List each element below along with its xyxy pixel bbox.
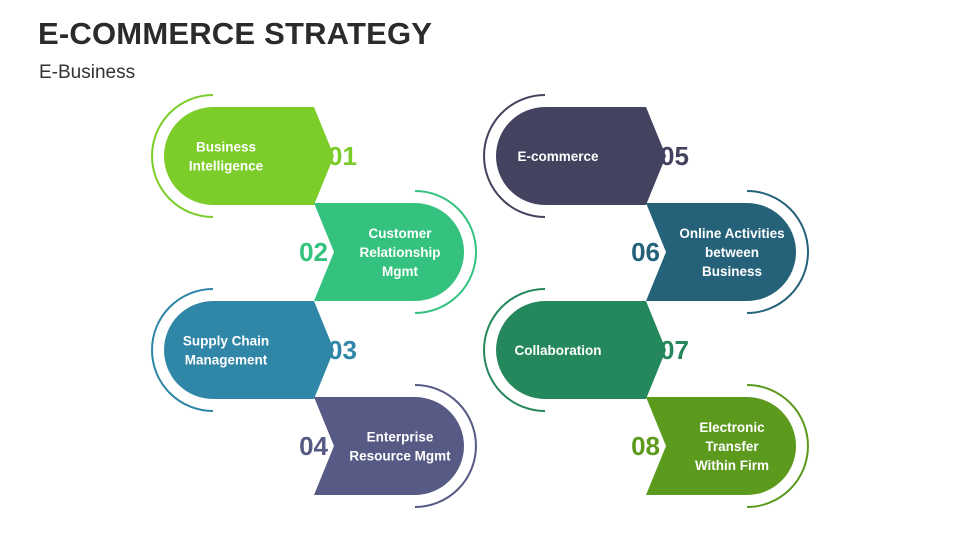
step-01-ring — [151, 94, 214, 218]
step-04-shape — [314, 397, 464, 495]
step-05-shape — [496, 107, 666, 205]
step-02-ring — [414, 190, 477, 314]
step-05-ring — [483, 94, 546, 218]
step-number: 05 — [660, 141, 689, 171]
step-label-line: Business — [196, 140, 256, 155]
page-title: E-COMMERCE STRATEGY — [38, 16, 433, 51]
step-03-ring — [151, 288, 214, 412]
step-label-line: Business — [702, 264, 762, 279]
step-number: 01 — [328, 141, 357, 171]
step-03-shape — [164, 301, 334, 399]
step-number: 08 — [631, 431, 660, 461]
step-07-shape — [496, 301, 666, 399]
step-02-shape — [314, 203, 464, 301]
step-label-line: Within Firm — [695, 458, 769, 473]
step-01-shape — [164, 107, 334, 205]
step-04-ring — [414, 384, 477, 508]
step-number: 07 — [660, 335, 689, 365]
step-label-line: Mgmt — [382, 264, 418, 279]
step-08-ring — [746, 384, 809, 508]
step-label-line: Transfer — [705, 439, 759, 454]
step-05: 05 E-commerce — [483, 94, 689, 218]
step-label-line: Collaboration — [515, 343, 602, 358]
step-06-shape — [646, 203, 796, 301]
step-label-line: E-commerce — [517, 149, 599, 164]
step-label-line: Management — [185, 353, 268, 368]
step-number: 03 — [328, 335, 357, 365]
page-subtitle: E-Business — [39, 62, 136, 83]
step-number: 04 — [299, 431, 328, 461]
step-label-line: Supply Chain — [183, 334, 269, 349]
step-label-line: Enterprise — [367, 430, 434, 445]
step-07-ring — [483, 288, 546, 412]
step-number: 02 — [299, 237, 328, 267]
step-label-line: between — [705, 245, 759, 260]
step-label-line: Intelligence — [189, 159, 264, 174]
step-08-shape — [646, 397, 796, 495]
step-label-line: Online Activities — [679, 226, 784, 241]
step-number: 06 — [631, 237, 660, 267]
step-label-line: Customer — [368, 226, 432, 241]
step-label-line: Resource Mgmt — [349, 449, 451, 464]
step-06-ring — [746, 190, 809, 314]
step-label-line: Electronic — [699, 420, 765, 435]
step-07: 07 Collaboration — [483, 288, 689, 412]
step-label-line: Relationship — [359, 245, 440, 260]
